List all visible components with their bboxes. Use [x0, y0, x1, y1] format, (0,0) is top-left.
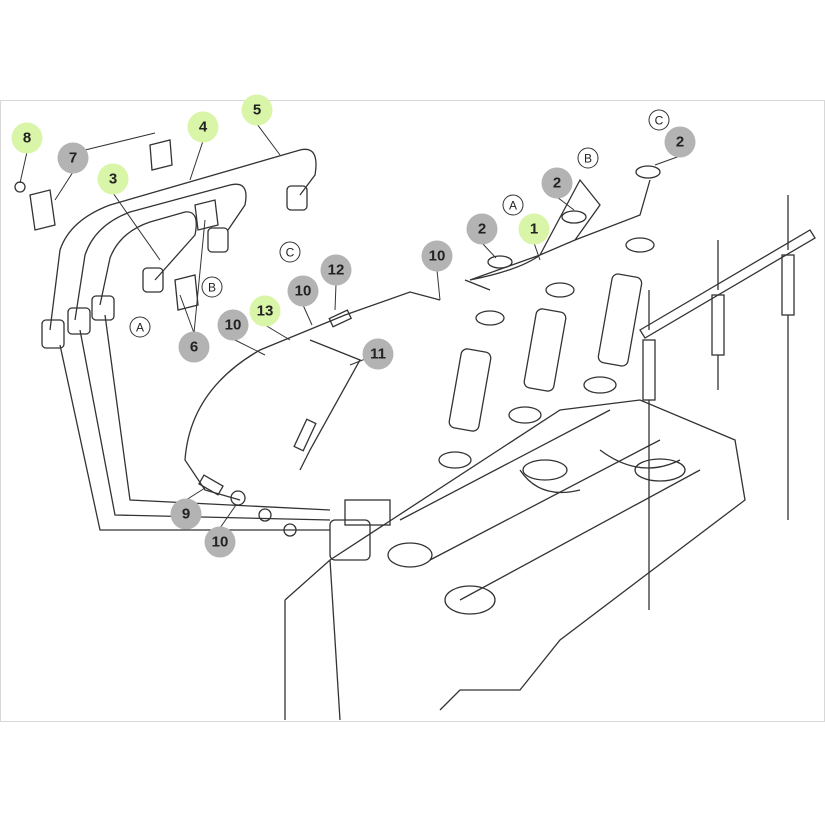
callout-part-10: 10: [287, 275, 319, 307]
callout-part-13: 13: [249, 295, 281, 327]
callout-part-10: 10: [421, 240, 453, 272]
callout-part-2: 2: [541, 167, 573, 199]
callout-part-8: 8: [11, 122, 43, 154]
leak-off-line: [184, 279, 491, 561]
callout-part-3: 3: [97, 163, 129, 195]
callout-part-2: 2: [664, 126, 696, 158]
connector-marker-b: B: [577, 147, 599, 169]
callout-part-12: 12: [320, 254, 352, 286]
callout-part-9: 9: [170, 498, 202, 530]
connector-marker-b: B: [201, 276, 223, 298]
callout-part-10: 10: [204, 526, 236, 558]
injection-pipes: [14, 139, 331, 531]
connector-marker-a: A: [502, 194, 524, 216]
callout-part-10: 10: [217, 309, 249, 341]
callout-part-7: 7: [57, 142, 89, 174]
callout-part-11: 11: [362, 338, 394, 370]
connector-marker-c: C: [648, 109, 670, 131]
callout-part-5: 5: [241, 94, 273, 126]
engine-block: [284, 399, 746, 721]
callout-part-6: 6: [178, 331, 210, 363]
callout-part-2: 2: [466, 213, 498, 245]
connector-marker-c: C: [279, 241, 301, 263]
injectors: [438, 165, 661, 469]
glow-plugs: [639, 195, 816, 610]
connector-marker-a: A: [129, 316, 151, 338]
callout-part-1: 1: [518, 213, 550, 245]
callout-part-4: 4: [187, 111, 219, 143]
